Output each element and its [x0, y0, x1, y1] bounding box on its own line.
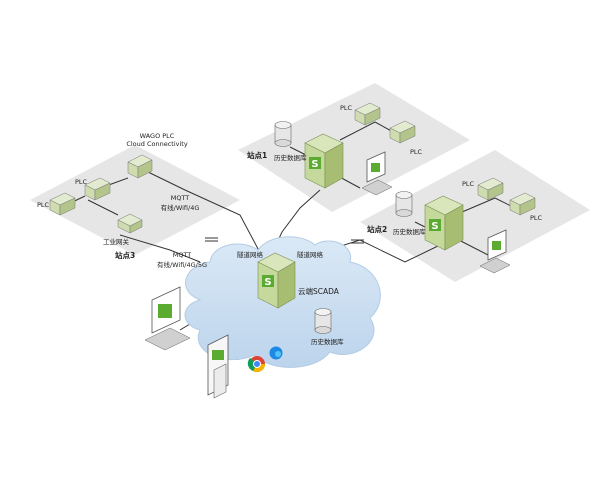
site3-plc-left-label: PLC	[37, 201, 50, 209]
site3-link-bottom-label: MQTT 有线/Wifi/4G/5G	[147, 251, 217, 269]
site2-db-label: 历史数据库	[393, 228, 426, 236]
wago-plc-label: WAGO PLC Cloud Connectivity	[112, 132, 202, 148]
site1-database	[274, 121, 292, 147]
tunnel-right-label: 隧道网络	[297, 251, 323, 259]
chrome-icon	[247, 356, 266, 373]
site1-plc-top	[354, 102, 381, 126]
tunnel-left-label: 隧道网络	[237, 251, 263, 259]
svg-text:S: S	[311, 159, 318, 170]
site1-scada-server: S	[304, 133, 344, 189]
site3-link-top-label: MQTT 有线/Wifi/4G	[150, 194, 210, 212]
link-arrows	[205, 237, 364, 244]
site1-label: 站点1	[247, 151, 268, 160]
site3-platform	[30, 145, 240, 255]
site1-plc-right-label: PLC	[410, 148, 423, 156]
site3-plc-top	[84, 177, 111, 201]
client-phone	[213, 363, 227, 399]
edge-icon	[269, 346, 283, 360]
site3-plc-top-label: PLC	[75, 178, 88, 186]
site2-platform	[360, 150, 590, 282]
cloud-scada-label: 云端SCADA	[298, 287, 339, 296]
site1-plc-right	[389, 120, 416, 144]
site3-link-top-line2: 有线/Wifi/4G	[160, 204, 200, 212]
site3-link-top-line1: MQTT	[170, 194, 190, 202]
site1-plc-top-label: PLC	[340, 104, 353, 112]
site3-label: 站点3	[115, 251, 136, 260]
wago-plc-label-line1: WAGO PLC	[139, 132, 175, 140]
cloud-db-label: 历史数据库	[311, 338, 344, 346]
site3-link-bottom-line1: MQTT	[172, 251, 192, 259]
svg-text:S: S	[431, 221, 438, 232]
site1-monitor	[361, 151, 393, 196]
site2-database	[395, 191, 413, 217]
site2-plc-top	[477, 177, 504, 201]
cloud-database	[314, 308, 332, 334]
site2-monitor	[479, 229, 511, 274]
site3-gateway	[117, 213, 143, 234]
site3-gateway-label: 工业网关	[103, 238, 129, 246]
site3-plc-left	[49, 192, 76, 216]
site3-link-bottom-line2: 有线/Wifi/4G/5G	[156, 261, 208, 269]
site1-db-label: 历史数据库	[274, 154, 307, 162]
site2-plc-right-label: PLC	[530, 214, 543, 222]
site1-platform	[238, 83, 470, 212]
site2-label: 站点2	[367, 225, 388, 234]
cloud-scada-server: S	[257, 252, 296, 309]
svg-text:S: S	[264, 277, 271, 288]
site2-scada-server: S	[424, 195, 464, 251]
client-monitor	[144, 286, 191, 351]
site3-wago-plc	[127, 154, 153, 179]
site2-plc-top-label: PLC	[462, 180, 475, 188]
site2-plc-right	[509, 192, 536, 216]
wago-plc-label-line2: Cloud Connectivity	[126, 140, 188, 148]
